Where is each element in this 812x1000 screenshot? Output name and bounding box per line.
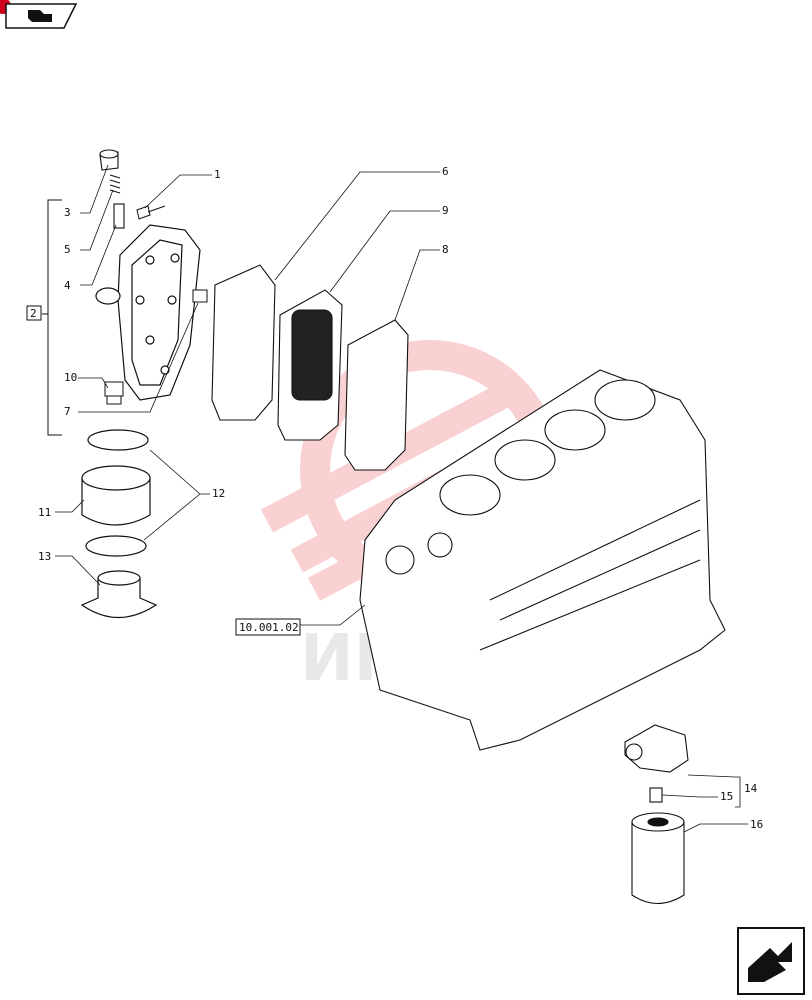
callout-4[interactable]: 4	[64, 279, 71, 292]
back-arrow-icon	[28, 10, 52, 22]
callout-15[interactable]: 15	[720, 790, 733, 803]
callout-7[interactable]: 7	[64, 405, 71, 418]
callout-12[interactable]: 12	[212, 487, 225, 500]
callout-9[interactable]: 9	[442, 204, 449, 217]
spin-on-filter-parts	[624, 724, 689, 905]
callout-3[interactable]: 3	[64, 206, 71, 219]
reference-label: 10.001.02	[239, 621, 299, 634]
gasket-8	[344, 319, 409, 471]
callout-5[interactable]: 5	[64, 243, 71, 256]
back-nav-tab[interactable]	[0, 0, 78, 29]
callout-13[interactable]: 13	[38, 550, 51, 563]
callout-14[interactable]: 14	[744, 782, 758, 795]
callout-10[interactable]: 10	[64, 371, 77, 384]
callout-11[interactable]: 11	[38, 506, 51, 519]
group-box-label: 2	[30, 307, 37, 320]
callout-8[interactable]: 8	[442, 243, 449, 256]
bolt-part	[136, 205, 166, 220]
gasket-6	[211, 264, 276, 421]
fitting-part	[104, 381, 124, 405]
oil-cooler-housing	[95, 224, 201, 401]
reference-box[interactable]	[235, 618, 301, 636]
next-page-nav[interactable]	[737, 927, 805, 995]
callout-16[interactable]: 16	[750, 818, 763, 831]
callout-6[interactable]: 6	[442, 165, 449, 178]
next-page-arrow-icon	[748, 942, 792, 982]
filter-base-parts	[80, 429, 158, 619]
relief-valve-parts	[99, 149, 125, 229]
cooler-core-9	[277, 289, 343, 441]
callout-1[interactable]: 1	[214, 168, 221, 181]
leader-lines	[55, 164, 748, 833]
group-bracket	[42, 199, 62, 436]
engine-block	[359, 369, 726, 751]
group-box[interactable]	[26, 305, 42, 321]
plug-part	[192, 289, 208, 303]
